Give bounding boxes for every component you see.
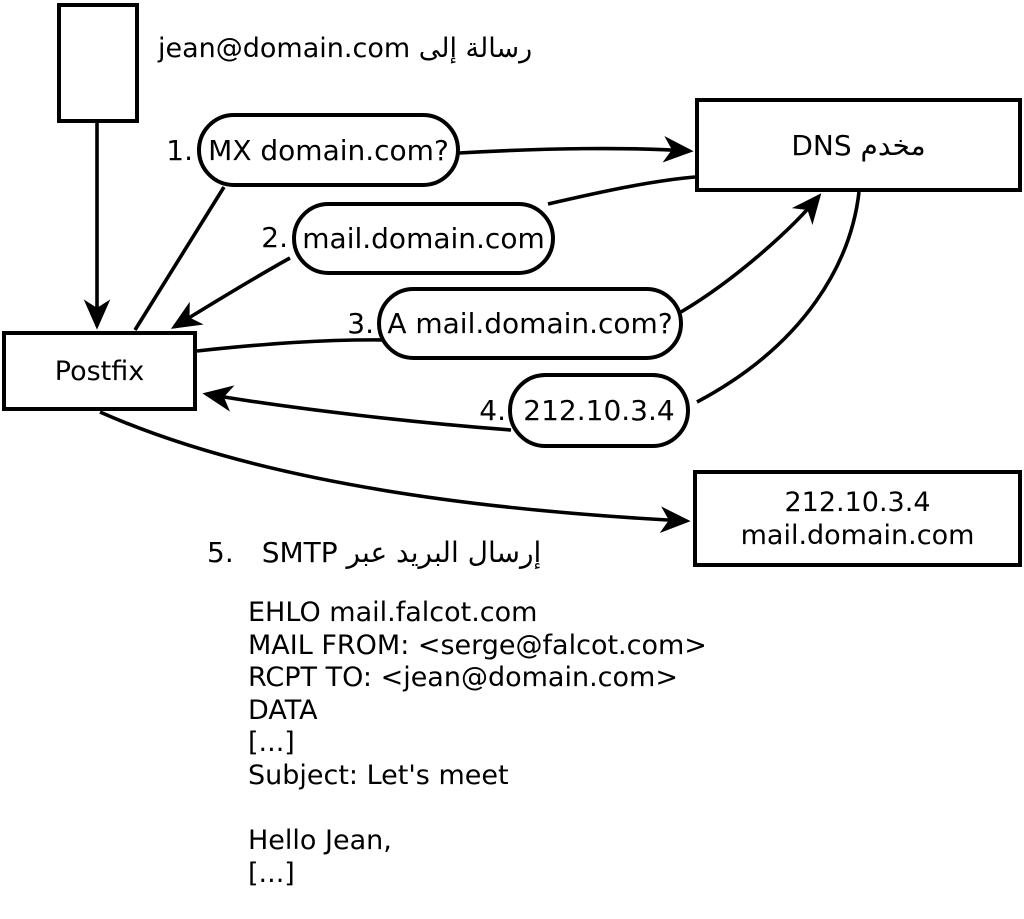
step5-number: 5. [207, 536, 234, 569]
smtp-line: DATA [248, 694, 318, 726]
line-postfix-to-step3 [196, 338, 391, 353]
mail-server-node: 212.10.3.4 mail.domain.com [693, 470, 1022, 567]
message-label: رسالة إلى jean@domain.com [158, 33, 532, 64]
step1-query-pill: MX domain.com? [197, 113, 460, 187]
dns-server-node: مخدم DNS [695, 98, 1022, 192]
step2-number: 2. [261, 221, 288, 254]
step3-query-pill: A mail.domain.com? [377, 287, 683, 360]
message-box [57, 3, 139, 123]
mail-server-ip: 212.10.3.4 [784, 486, 931, 518]
line-dns-to-step2 [547, 175, 696, 206]
line-dns-to-step4 [696, 191, 861, 404]
postfix-node: Postfix [2, 331, 197, 411]
smtp-line: EHLO mail.falcot.com [248, 597, 538, 628]
smtp-line: [...] [248, 727, 295, 759]
step2-answer-pill: mail.domain.com [292, 202, 555, 275]
step2-answer-text: mail.domain.com [302, 222, 545, 255]
arrow-step1-to-dns [458, 135, 694, 163]
smtp-session-block: EHLO mail.falcot.com MAIL FROM: <serge@f… [248, 597, 707, 919]
line-postfix-to-step1 [133, 186, 226, 331]
postfix-label: Postfix [54, 355, 145, 387]
step5-label: 5. إرسال البريد عبر SMTP [207, 536, 541, 569]
smtp-line [248, 793, 707, 826]
arrow-postfix-to-mailserver [99, 410, 691, 533]
message-label-text: رسالة إلى jean@domain.com [158, 33, 533, 64]
step4-number: 4. [479, 394, 506, 427]
step4-answer-pill: 212.10.3.4 [508, 373, 690, 448]
arrow-step3-to-dns [680, 193, 822, 314]
step1-query-text: MX domain.com? [208, 133, 449, 167]
arrow-step2-to-postfix [170, 256, 291, 329]
smtp-line [248, 890, 707, 919]
smtp-line: Subject: Let's meet [248, 759, 509, 791]
smtp-line: Hello Jean, [248, 825, 392, 857]
smtp-line: [...] [248, 857, 295, 889]
step1-number: 1. [166, 134, 193, 167]
step3-number: 3. [347, 307, 374, 340]
smtp-line: MAIL FROM: <serge@falcot.com> [248, 629, 707, 661]
smtp-line: RCPT TO: <jean@domain.com> [248, 662, 678, 694]
dns-server-label: مخدم DNS [791, 128, 926, 162]
mail-server-hostname: mail.domain.com [740, 519, 975, 551]
step4-answer-text: 212.10.3.4 [523, 394, 675, 427]
arrow-step4-to-postfix [202, 385, 512, 432]
step3-query-text: A mail.domain.com? [387, 307, 673, 340]
step5-text: إرسال البريد عبر SMTP [261, 536, 542, 569]
